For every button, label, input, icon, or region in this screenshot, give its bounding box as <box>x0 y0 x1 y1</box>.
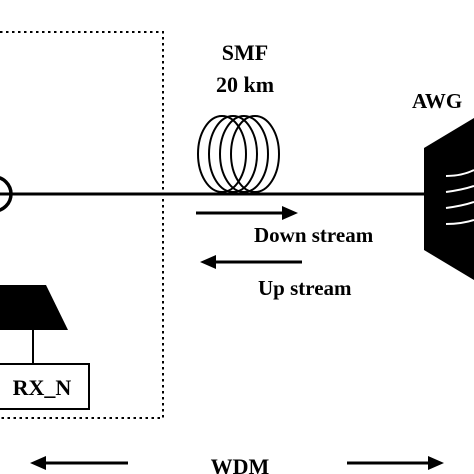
receiver-box <box>0 363 90 410</box>
upstream-label: Up stream <box>258 276 352 300</box>
receiver-label: RX_N <box>13 375 72 400</box>
fiber-length-label: 20 km <box>216 72 274 97</box>
upstream-arrow <box>200 255 302 269</box>
circulator-icon <box>0 176 13 212</box>
wdm-right-arrow <box>347 456 444 470</box>
fiber-spool-icon <box>197 115 280 193</box>
downstream-label: Down stream <box>254 223 374 247</box>
downstream-arrow <box>196 206 298 220</box>
wdm-left-arrow <box>30 456 128 470</box>
central-office-dotted-box <box>0 31 164 419</box>
awg-label: AWG <box>412 89 462 113</box>
awg-icon <box>424 118 474 280</box>
wdm-label: WDM <box>211 454 270 474</box>
fiber-type-label: SMF <box>222 40 268 65</box>
demux-icon <box>0 285 68 364</box>
